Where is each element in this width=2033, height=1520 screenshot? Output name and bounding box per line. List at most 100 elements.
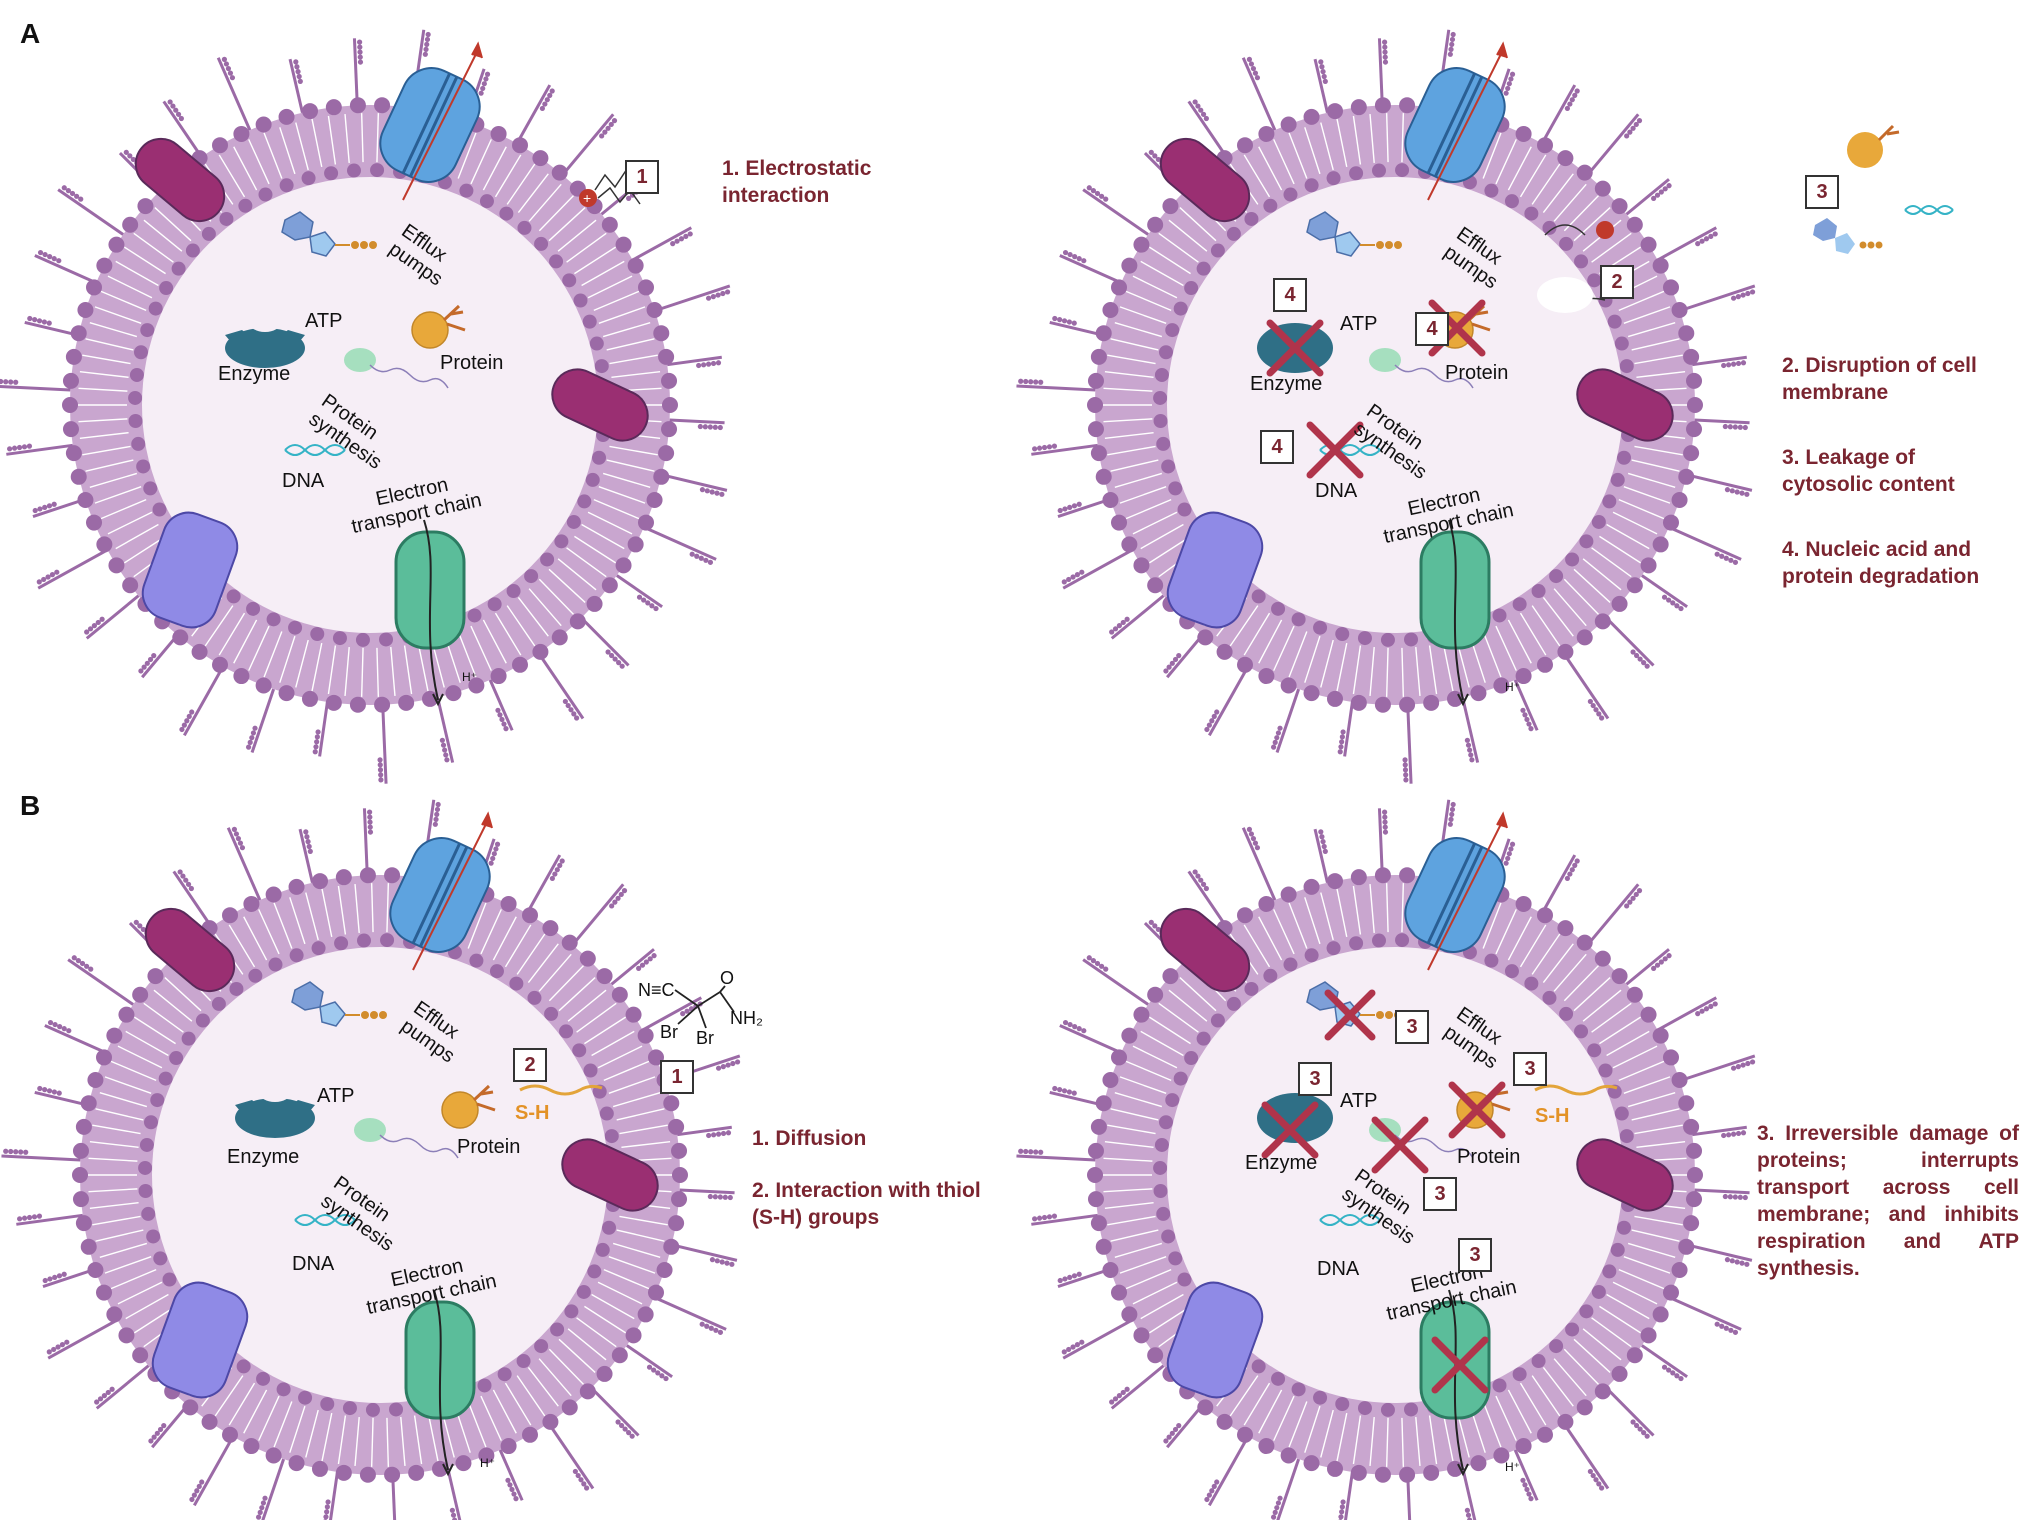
transporter-lilac xyxy=(1166,1281,1264,1399)
dna-label: DNA xyxy=(1315,480,1358,502)
membrane-hole xyxy=(1537,277,1593,313)
dna-label: DNA xyxy=(1317,1258,1360,1280)
leaked-contents xyxy=(1813,124,1954,254)
h-plus-label: H⁺ xyxy=(1505,1460,1520,1474)
transporter-lilac xyxy=(151,1281,249,1399)
efflux-arrow xyxy=(1427,49,1504,201)
cell-a-left-graphic: + xyxy=(0,29,731,784)
red-cross-icon xyxy=(1306,421,1364,479)
step-box-2: 2 xyxy=(1600,265,1634,299)
dna-icon xyxy=(294,1214,356,1226)
ribosome-icon xyxy=(1369,348,1474,389)
red-cross-icon xyxy=(1261,1101,1319,1159)
porin-right xyxy=(1576,368,1674,442)
cytoplasm xyxy=(1167,947,1623,1403)
h-plus-label: H⁺ xyxy=(462,670,477,684)
porin-right xyxy=(551,368,649,442)
porin-right xyxy=(561,1138,659,1212)
enzyme-label: Enzyme xyxy=(218,363,291,385)
atp-icon xyxy=(291,981,387,1027)
step-box-1: 1 xyxy=(660,1060,694,1094)
red-cross-icon xyxy=(1266,319,1324,377)
step-box-3: 3 xyxy=(1805,175,1839,209)
lipid-tails xyxy=(78,113,662,697)
caption-irreversible: 3. Irreversible damage of proteins; inte… xyxy=(1757,1122,2019,1280)
dna-icon xyxy=(1319,1214,1381,1226)
protein-label: Protein xyxy=(1457,1146,1521,1168)
atp-label: ATP xyxy=(317,1085,355,1107)
protein-label: Protein xyxy=(457,1136,521,1158)
svg-text:+: + xyxy=(583,190,591,206)
dna-icon xyxy=(284,444,346,456)
transporter-lilac xyxy=(1166,511,1264,629)
etc-complex xyxy=(1419,519,1491,707)
porin-top-left xyxy=(1159,137,1251,223)
dbnpa-molecule-icon xyxy=(674,985,735,1029)
molecule-br1-label: Br xyxy=(660,1022,678,1042)
caption-electrostatic: 1. Electrostatic interaction xyxy=(722,157,872,207)
enzyme-label: Enzyme xyxy=(1245,1152,1318,1174)
cell-b-right-graphic xyxy=(1016,799,1756,1520)
efflux-arrow xyxy=(1427,819,1504,971)
atp-label: ATP xyxy=(305,310,343,332)
cell-b-left-graphic xyxy=(1,799,741,1520)
cell-a-left: + ATP Protein Enzyme DNA Efflux pumps Pr… xyxy=(0,29,731,784)
cytoplasm xyxy=(152,947,608,1403)
step-box-4-enzyme: 4 xyxy=(1273,278,1307,312)
cell-b-left: ATP Protein Enzyme DNA S-H Efflux pumps … xyxy=(1,799,763,1520)
cell-a-right: ATP Protein Enzyme DNA Efflux pumps Prot… xyxy=(1016,29,1954,784)
molecule-nh2-label: NH₂ xyxy=(730,1008,763,1028)
step-box-3-synthesis: 3 xyxy=(1423,1177,1457,1211)
red-cross-icon xyxy=(1324,989,1376,1041)
cation-icon xyxy=(579,189,597,207)
step-box-4-protein: 4 xyxy=(1415,312,1449,346)
protein-icon xyxy=(411,304,466,349)
etc-complex xyxy=(394,519,466,707)
enzyme-label: Enzyme xyxy=(1250,373,1323,395)
porin-top-left xyxy=(144,907,236,993)
protein-label: Protein xyxy=(1445,362,1509,384)
step-box-3-etc: 3 xyxy=(1458,1238,1492,1272)
lipid-heads xyxy=(1087,97,1703,713)
sh-label: S-H xyxy=(1535,1105,1570,1127)
step-box-1: 1 xyxy=(625,160,659,194)
caption-diffusion: 1. Diffusion xyxy=(752,1127,867,1150)
dna-label: DNA xyxy=(282,470,325,492)
atp-icon xyxy=(1306,211,1402,257)
panel-a-letter: A xyxy=(20,18,41,49)
atp-label: ATP xyxy=(1340,1090,1378,1112)
cytoplasm xyxy=(142,177,598,633)
protein-label: Protein xyxy=(440,352,504,374)
ribosome-icon xyxy=(344,348,449,389)
cell-a-right-graphic xyxy=(1016,29,1954,784)
caption-disruption: 2. Disruption of cell membrane xyxy=(1782,354,1977,404)
efflux-arrow xyxy=(402,49,479,201)
atp-label: ATP xyxy=(1340,313,1378,335)
cation-icon xyxy=(1596,221,1614,239)
h-plus-label: H⁺ xyxy=(1505,680,1520,694)
caption-thiol: 2. Interaction with thiol (S-H) groups xyxy=(752,1179,981,1229)
enzyme-icon xyxy=(225,312,305,368)
protein-icon xyxy=(441,1084,603,1129)
molecule-br2-label: Br xyxy=(696,1028,714,1048)
etc-complex xyxy=(404,1289,476,1477)
red-cross-icon xyxy=(1431,1336,1489,1394)
caption-leakage: 3. Leakage of cytosolic content xyxy=(1782,446,1955,496)
step-box-2: 2 xyxy=(513,1048,547,1082)
molecule-oxygen-label: O xyxy=(720,968,735,988)
h-plus-label: H⁺ xyxy=(480,1456,495,1470)
panel-b-letter: B xyxy=(20,790,41,821)
atp-icon xyxy=(281,211,377,257)
lipid-heads xyxy=(1087,867,1703,1483)
step-box-3-atp: 3 xyxy=(1395,1010,1429,1044)
caption-degradation: 4. Nucleic acid and protein degradation xyxy=(1782,538,1980,588)
enzyme-icon xyxy=(235,1082,315,1138)
porin-top-left xyxy=(1159,907,1251,993)
dna-label: DNA xyxy=(292,1253,335,1275)
step-box-3-enzyme: 3 xyxy=(1298,1062,1332,1096)
transporter-lilac xyxy=(141,511,239,629)
enzyme-label: Enzyme xyxy=(227,1146,300,1168)
cell-b-right: ATP Protein Enzyme DNA S-H Efflux pumps … xyxy=(1016,799,1756,1520)
ribosome-icon xyxy=(354,1118,459,1159)
red-cross-icon xyxy=(1371,1116,1429,1174)
